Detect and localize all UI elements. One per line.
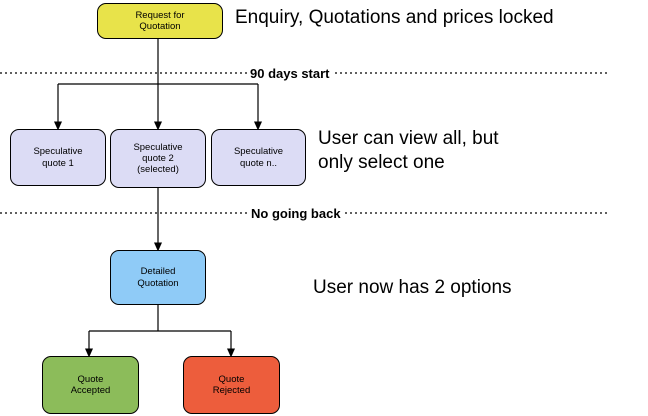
annotation-user-options: User now has 2 options	[313, 277, 512, 298]
node-detailed-quotation[interactable]: Detailed Quotation	[110, 250, 206, 305]
annotation-user-can-view: User can view all, but only select one	[318, 128, 499, 174]
node-quote-rejected[interactable]: Quote Rejected	[183, 356, 280, 414]
node-speculative-quote-n[interactable]: Speculative quote n..	[211, 129, 306, 186]
divider-label-no-going-back: No going back	[249, 206, 343, 221]
divider-label-90-days: 90 days start	[248, 66, 332, 81]
node-quote-accepted[interactable]: Quote Accepted	[42, 356, 139, 414]
annotation-enquiry-locked: Enquiry, Quotations and prices locked	[235, 7, 554, 28]
node-request-for-quotation[interactable]: Request for Quotation	[97, 3, 223, 39]
node-speculative-quote-1[interactable]: Speculative quote 1	[10, 129, 106, 186]
node-speculative-quote-2[interactable]: Speculative quote 2 (selected)	[110, 129, 206, 188]
